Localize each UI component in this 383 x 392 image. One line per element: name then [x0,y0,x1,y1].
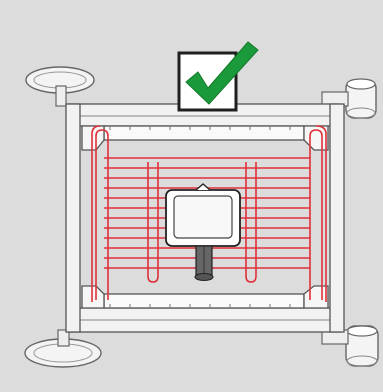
cart-illustration [0,0,383,392]
illustration-canvas [0,0,383,392]
